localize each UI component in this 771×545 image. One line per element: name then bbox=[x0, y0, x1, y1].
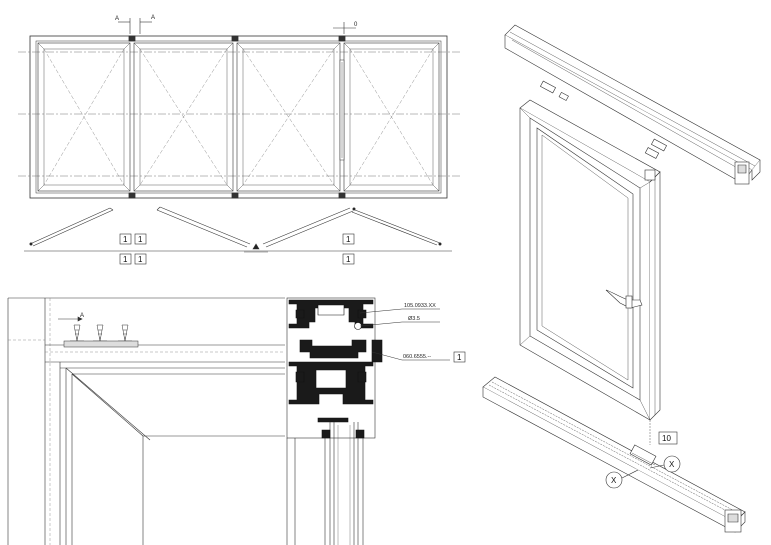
callout-10: 10 bbox=[662, 434, 671, 443]
elevation-panel-2 bbox=[133, 42, 234, 192]
screw-icon bbox=[118, 324, 132, 342]
section-mark-a-left: A bbox=[115, 16, 119, 22]
hole-diameter: Ø3.5 bbox=[408, 316, 420, 322]
callout-x-left: X bbox=[611, 476, 617, 485]
hinge-mark bbox=[128, 35, 136, 42]
detail-section-mark bbox=[58, 316, 83, 322]
hinge-mark bbox=[338, 35, 346, 42]
fold-label-boxes-bottom: 1 1 1 bbox=[119, 253, 355, 265]
door-leaf bbox=[519, 99, 661, 421]
callout-x-right: X bbox=[669, 460, 675, 469]
handle-icon bbox=[605, 289, 643, 309]
bottom-pivot bbox=[629, 444, 657, 466]
section-markers bbox=[118, 18, 356, 34]
fold-label-top-1: 1 bbox=[123, 235, 128, 244]
screw-icons bbox=[63, 324, 139, 348]
rail-hardware bbox=[540, 80, 667, 159]
hinge-mark bbox=[231, 35, 239, 42]
fold-label-boxes-top: 1 1 1 bbox=[119, 233, 355, 245]
elevation-panel-3 bbox=[236, 42, 341, 192]
fold-label-bottom-3: 1 bbox=[346, 255, 351, 264]
hinge-mark bbox=[231, 192, 239, 199]
corner-detail bbox=[7, 297, 285, 545]
profile-section bbox=[286, 297, 383, 545]
screw-icon bbox=[93, 324, 107, 342]
fold-label-bottom-2: 1 bbox=[138, 255, 143, 264]
elevation-panel-4 bbox=[343, 42, 440, 192]
fold-label-top-3: 1 bbox=[346, 235, 351, 244]
profile-code-bottom: 060.6555.-- bbox=[403, 354, 431, 360]
hinge-mark bbox=[338, 192, 346, 199]
fold-label-bottom-1: 1 bbox=[123, 255, 128, 264]
profile-code-bottom-qty: 1 bbox=[457, 353, 462, 362]
bottom-rail bbox=[482, 376, 746, 533]
fold-label-top-2: 1 bbox=[138, 235, 143, 244]
profile-leaders bbox=[359, 308, 450, 361]
detail-section-mark-label: A bbox=[80, 313, 84, 319]
isometric-view bbox=[482, 24, 761, 533]
front-elevation bbox=[18, 35, 462, 199]
folding-plan bbox=[24, 206, 452, 253]
profile-code-top: 105.0933.XX bbox=[404, 303, 436, 309]
section-mark-o: 0 bbox=[354, 22, 358, 28]
hinge-mark bbox=[128, 192, 136, 199]
section-mark-a-right: A bbox=[151, 15, 155, 21]
elevation-panel-1 bbox=[37, 42, 131, 192]
screw-icon bbox=[70, 324, 84, 342]
top-rail bbox=[504, 24, 761, 185]
iso-callouts bbox=[605, 420, 681, 489]
